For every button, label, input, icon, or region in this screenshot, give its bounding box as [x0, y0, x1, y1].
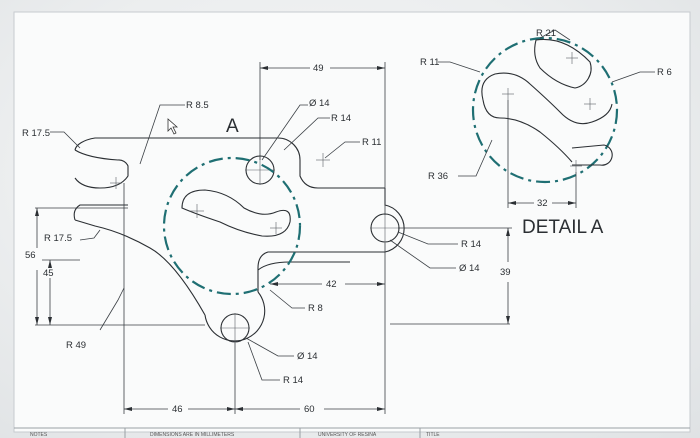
title-block: NOTES DIMENSIONS ARE IN MILLIMETERS UNIV… [30, 432, 440, 438]
dim-dia14-top: Ø 14 [309, 98, 330, 109]
dim-32: 32 [537, 198, 548, 209]
dim-49: 49 [313, 63, 324, 74]
dim-56: 56 [25, 250, 36, 261]
dim-r14-right: R 14 [461, 239, 481, 250]
dim-dia14-bottom: Ø 14 [297, 351, 318, 362]
dim-dia14-right: Ø 14 [459, 263, 480, 274]
title-block-university: UNIVERSITY OF RESINA [318, 432, 377, 438]
detail-a-circle [162, 156, 302, 296]
dim-r21: R 21 [536, 28, 556, 39]
dim-r8-5: R 8.5 [186, 100, 209, 111]
dim-42: 42 [326, 279, 337, 290]
part-outline [73, 137, 405, 342]
arrowheads [35, 66, 510, 411]
dim-39: 39 [500, 267, 511, 278]
mouse-cursor-icon [167, 118, 179, 135]
center-lines [110, 153, 400, 343]
sheet-border [13, 11, 691, 433]
dimension-labels: R 8.5 R 17.5 R 17.5 Ø 14 R 14 R 11 49 56… [22, 63, 511, 415]
dim-r8: R 8 [308, 303, 323, 314]
dim-60: 60 [304, 404, 315, 415]
dim-r11-detail: R 11 [420, 57, 439, 68]
dim-r6: R 6 [657, 67, 672, 78]
dim-r36: R 36 [428, 171, 448, 182]
dim-r11: R 11 [362, 137, 381, 148]
dimension-lines [35, 62, 512, 414]
dim-r14-bottom: R 14 [283, 375, 303, 386]
detail-a-title: DETAIL A [522, 217, 604, 238]
title-block-units: DIMENSIONS ARE IN MILLIMETERS [150, 432, 235, 438]
dim-r17-5-mid: R 17.5 [44, 233, 72, 244]
title-block-notes: NOTES [30, 432, 48, 438]
dim-r14-top: R 14 [331, 113, 351, 124]
dim-46: 46 [172, 404, 183, 415]
detail-a-boundary [471, 36, 619, 184]
view-label-a: A [226, 116, 239, 137]
title-block-title: TITLE [426, 432, 440, 438]
dim-r49: R 49 [66, 340, 86, 351]
dim-45: 45 [43, 268, 54, 279]
detail-a-view: R 11 R 21 R 6 R 36 32 DETAIL A [420, 28, 672, 238]
dim-r17-5-top: R 17.5 [22, 128, 50, 139]
